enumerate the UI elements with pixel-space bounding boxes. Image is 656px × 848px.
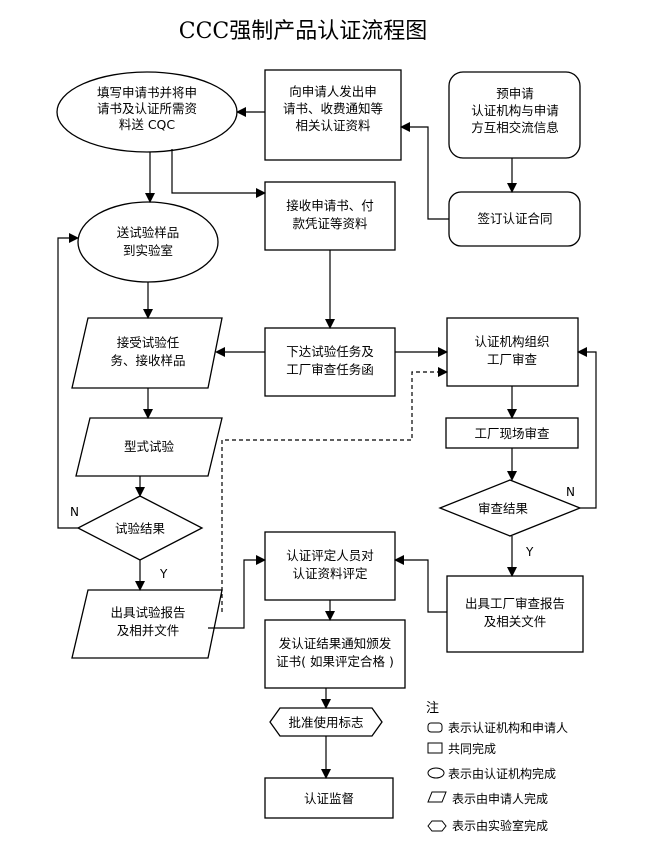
node-line: 款凭证等资料 [292, 216, 368, 231]
node-line: 发认证结果通知颁发 [279, 636, 392, 651]
arrow-test-no-loop [57, 233, 79, 529]
legend-rounded-rect-icon [427, 722, 443, 733]
node-approve-mark: 批准使用标志 [269, 707, 383, 737]
node-line: 工厂现场审查 [474, 426, 550, 441]
legend-item-5: 表示由实验室完成 [452, 818, 548, 833]
label-inspection-yes: Y [525, 545, 534, 559]
legend-hexagon-icon [427, 820, 447, 832]
arrow-contract-to-notice [400, 122, 449, 220]
legend-item-1: 表示认证机构和申请人 [448, 720, 568, 735]
arrow-dashed-report-to-org [221, 367, 448, 612]
node-line: 到实验室 [123, 243, 173, 258]
legend-ellipse-icon [427, 767, 445, 779]
node-accept-task-text: 接受试验任务、接收样品 [110, 335, 185, 368]
arrow-report-to-evaluation [208, 555, 266, 629]
arrow-factory-report-to-evaluation [394, 555, 447, 613]
node-line: 认证监督 [304, 791, 354, 806]
node-assign-tasks-text: 下达试验任务及工厂审查任务函 [286, 344, 374, 377]
node-test-report: 出具试验报告及相并文件 [71, 589, 223, 659]
node-inspection-result: 审查结果 [438, 479, 582, 537]
node-line: 方互相交流信息 [471, 120, 559, 135]
legend-item-2: 共同完成 [448, 741, 496, 756]
node-fill-application-text: 填写申请书并将申请书及认证所需资料送 CQC [97, 85, 197, 132]
node-evaluation: 认证评定人员对认证资料评定 [264, 531, 396, 601]
node-line: 试验结果 [115, 521, 166, 536]
legend-parallelogram-icon [427, 791, 447, 803]
node-org-inspection-text: 认证机构组织工厂审查 [474, 334, 549, 367]
arrow-application-to-receive [171, 149, 266, 198]
node-pre-application-text: 预申请认证机构与申请方互相交流信息 [471, 86, 559, 135]
node-supervision: 认证监督 [264, 777, 394, 819]
node-line: 型式试验 [124, 439, 175, 454]
legend-item-3: 表示由认证机构完成 [448, 766, 556, 781]
node-assign-tasks: 下达试验任务及工厂审查任务函 [264, 327, 396, 397]
node-factory-inspection: 工厂现场审查 [445, 417, 579, 449]
label-test-yes: Y [159, 567, 168, 581]
node-line: 接收申请书、付 [286, 198, 374, 213]
node-type-test-text: 型式试验 [124, 439, 175, 454]
node-sign-contract: 签订认证合同 [448, 191, 581, 247]
node-line: 签订认证合同 [477, 211, 552, 226]
node-issue-notice-text: 向申请人发出申请书、收费通知等相关认证资料 [283, 84, 383, 133]
node-send-samples: 送试验样品到实验室 [77, 201, 219, 283]
node-pre-application: 预申请认证机构与申请方互相交流信息 [448, 71, 581, 159]
node-factory-inspection-text: 工厂现场审查 [474, 426, 550, 441]
node-line: 填写申请书并将申 [97, 85, 197, 100]
node-line: 及相并文件 [117, 623, 180, 638]
node-line: 下达试验任务及 [286, 344, 374, 359]
legend-rect-icon [427, 742, 443, 754]
node-test-result-text: 试验结果 [115, 521, 166, 536]
node-org-inspection: 认证机构组织工厂审查 [446, 317, 579, 387]
node-evaluation-text: 认证评定人员对认证资料评定 [286, 548, 374, 581]
node-line: 预申请 [496, 86, 534, 101]
node-line: 务、接收样品 [110, 353, 185, 368]
node-supervision-text: 认证监督 [304, 791, 354, 806]
node-factory-report-text: 出具工厂审查报告及相关文件 [465, 596, 565, 629]
node-line: 证书( 如果评定合格 ) [276, 654, 394, 669]
node-line: 审查结果 [478, 501, 529, 516]
node-test-result: 试验结果 [76, 495, 204, 561]
node-line: 认证资料评定 [292, 566, 367, 581]
arrow-inspection-no-loop [577, 347, 597, 509]
node-test-report-text: 出具试验报告及相并文件 [110, 605, 185, 638]
legend: 注 表示认证机构和申请人 共同完成 表示由认证机构完成 表示由申请人完成 表示由… [426, 701, 568, 833]
node-type-test: 型式试验 [75, 417, 223, 477]
node-line: 出具工厂审查报告 [465, 596, 565, 611]
node-accept-task: 接受试验任务、接收样品 [71, 317, 223, 389]
node-line: 工厂审查 [487, 352, 538, 367]
node-line: 出具试验报告 [110, 605, 185, 620]
node-receive-application-text: 接收申请书、付款凭证等资料 [286, 198, 374, 231]
legend-title: 注 [426, 701, 439, 716]
node-notify-result: 发认证结果通知颁发证书( 如果评定合格 ) [264, 619, 406, 689]
label-test-no: N [70, 505, 79, 519]
node-line: 送试验样品 [117, 225, 180, 240]
node-line: 接受试验任 [117, 335, 180, 350]
node-line: 相关认证资料 [295, 118, 371, 133]
node-send-samples-text: 送试验样品到实验室 [117, 225, 180, 258]
node-line: 请书、收费通知等 [283, 101, 383, 116]
page-title: CCC强制产品认证流程图 [179, 19, 428, 44]
node-line: 请书及认证所需资 [97, 101, 197, 116]
node-line: 批准使用标志 [288, 715, 363, 730]
node-line: 及相关文件 [484, 614, 547, 629]
node-issue-notice: 向申请人发出申请书、收费通知等相关认证资料 [264, 69, 402, 161]
legend-item-4: 表示由申请人完成 [452, 791, 548, 806]
node-inspection-result-text: 审查结果 [478, 501, 529, 516]
node-receive-application: 接收申请书、付款凭证等资料 [264, 181, 396, 251]
node-line: 认证评定人员对 [286, 548, 374, 563]
node-sign-contract-text: 签订认证合同 [477, 211, 552, 226]
node-factory-report: 出具工厂审查报告及相关文件 [446, 575, 584, 653]
node-line: 认证机构与申请 [471, 103, 559, 118]
node-approve-mark-text: 批准使用标志 [288, 715, 363, 730]
node-line: 认证机构组织 [474, 334, 549, 349]
node-fill-application: 填写申请书并将申请书及认证所需资料送 CQC [56, 71, 238, 153]
node-line: 向申请人发出申 [289, 84, 377, 99]
node-line: 料送 CQC [119, 117, 176, 132]
node-notify-result-text: 发认证结果通知颁发证书( 如果评定合格 ) [276, 636, 394, 669]
node-line: 工厂审查任务函 [286, 362, 374, 377]
label-inspection-no: N [566, 485, 575, 499]
